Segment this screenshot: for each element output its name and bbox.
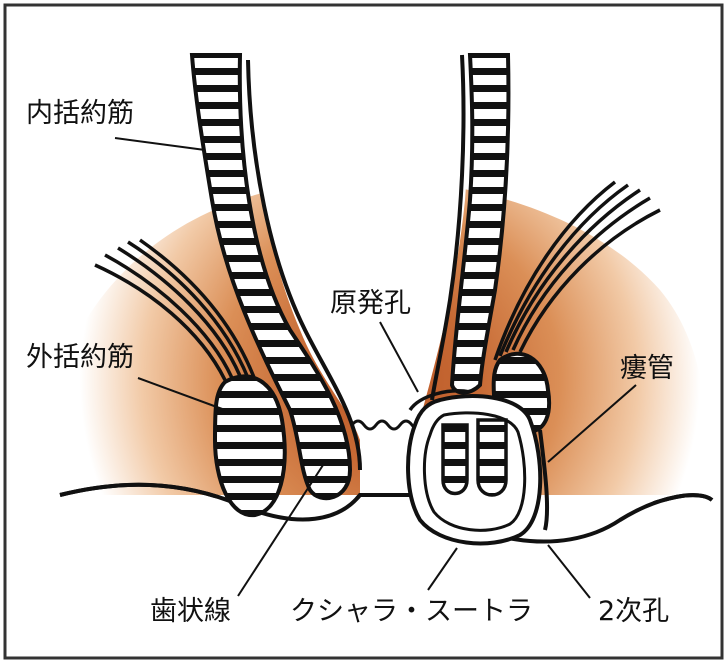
label-secondary-opening: 2次孔 — [598, 598, 669, 625]
label-internal-sphincter: 内括約筋 — [26, 100, 134, 127]
inner-muscle-right — [478, 420, 506, 495]
left-external-sphincter — [215, 376, 285, 515]
label-kshara-sutra: クシャラ・スートラ — [290, 598, 533, 625]
label-external-sphincter: 外括約筋 — [26, 344, 134, 371]
label-primary-opening: 原発孔 — [330, 290, 411, 317]
label-dentate-line: 歯状線 — [150, 598, 231, 625]
label-fistula-tract: 瘻管 — [620, 355, 674, 382]
inner-muscle-left — [443, 425, 467, 494]
